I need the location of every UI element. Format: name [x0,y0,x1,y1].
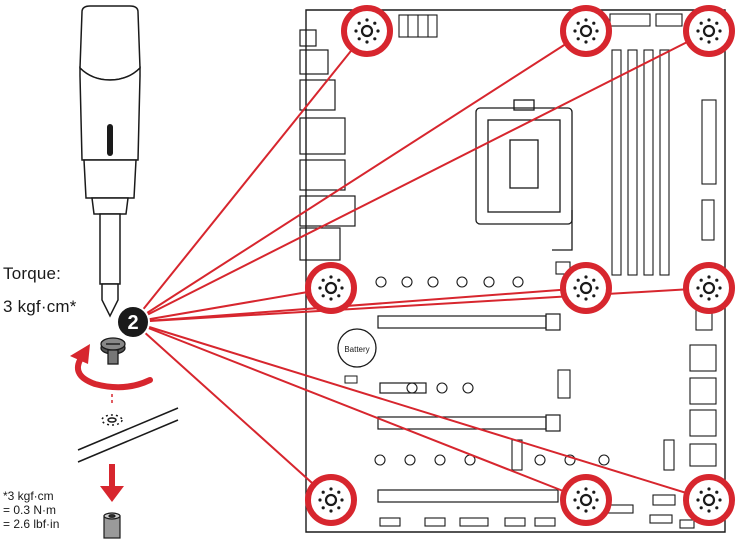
footnote-line-2: = 0.3 N·m [3,503,57,517]
mount-hole-icon [560,262,612,314]
footnote-line-1: *3 kgf·cm [3,489,54,503]
mount-hole-icon [305,474,357,526]
connector-line [132,321,710,501]
mount-markers [305,5,735,526]
sata-block [701,199,715,241]
connector-line [132,30,710,323]
mount-hole-icon [560,5,612,57]
connector-line [132,30,587,323]
torque-label: Torque: [3,264,62,283]
rear-io [299,29,356,261]
atx-power [701,99,717,185]
pcie-slots [377,313,561,503]
mount-hole-icon [683,474,735,526]
step-badge-number: 2 [127,312,138,334]
rotate-arrow-icon [70,344,153,391]
footnote: *3 kgf·cm = 0.3 N·m = 2.6 lbf·in [3,489,59,531]
misc-components [379,261,717,529]
connector-line [132,287,710,323]
step-badge: 2 [116,305,150,339]
mount-hole-icon [683,262,735,314]
battery [337,328,377,368]
screw-icon [100,337,126,365]
mount-hole-icon [560,474,612,526]
top-connectors [398,13,683,38]
motherboard [299,9,726,533]
connector-line [132,287,587,323]
down-arrow-icon [100,464,124,502]
battery-label: Battery [344,345,369,354]
connector-line [132,287,332,323]
footnote-line-3: = 2.6 lbf·in [3,517,60,531]
connector-line [132,321,587,501]
connector-lines [132,30,710,501]
board-outline [305,9,726,533]
connector-line [132,30,368,323]
torque-value: 3 kgf·cm* [3,297,77,316]
screwdriver-icon [79,5,141,318]
cpu-socket [475,99,573,251]
connector-line [132,321,332,501]
mount-plate [77,394,179,463]
standoff-icon [103,512,121,539]
mount-hole-icon [683,5,735,57]
mount-hole-icon [305,262,357,314]
mount-hole-icon [341,5,393,57]
dimm-slots [611,49,670,276]
